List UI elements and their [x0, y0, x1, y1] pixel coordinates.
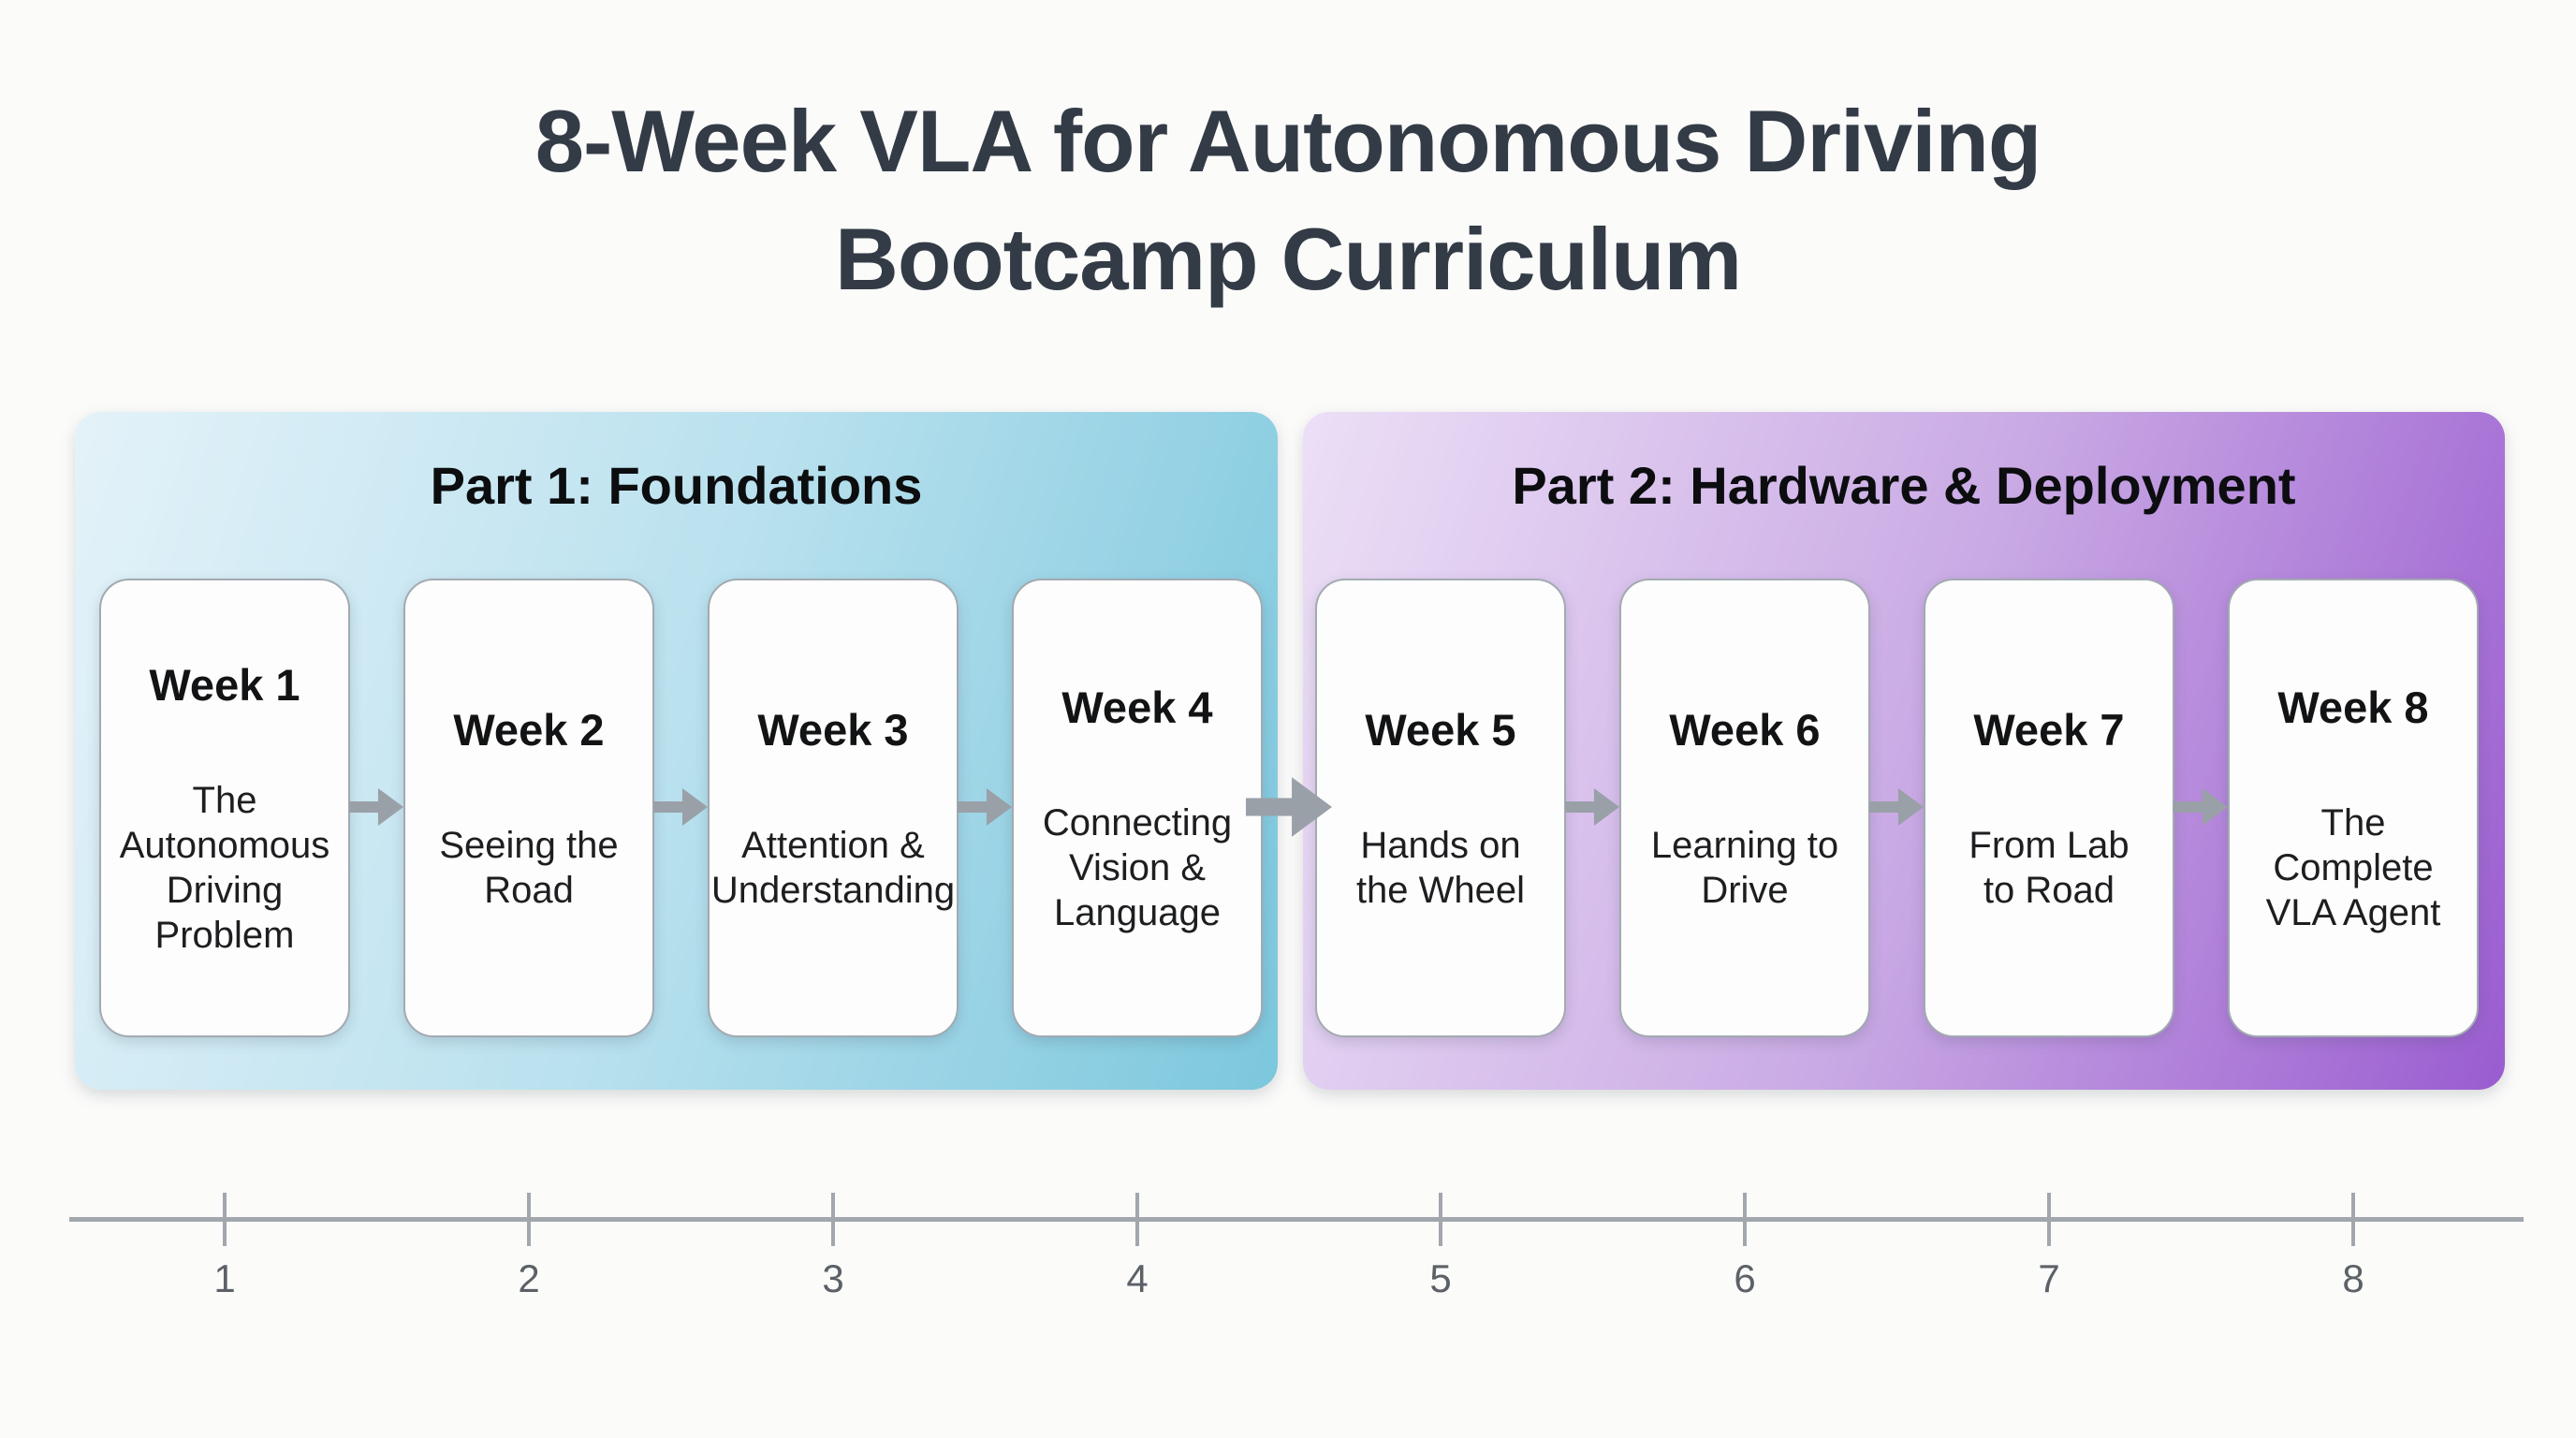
arrow-right-icon	[1246, 774, 1332, 840]
week-8-card: Week 8 The Complete VLA Agent	[2228, 579, 2479, 1037]
week-6-card: Week 6 Learning to Drive	[1619, 579, 1870, 1037]
week-8-topic: The Complete VLA Agent	[2265, 801, 2441, 933]
timeline-tick-label: 6	[1734, 1256, 1756, 1300]
timeline-tick-label: 1	[213, 1256, 236, 1300]
week-7-title: Week 7	[1973, 704, 2125, 755]
timeline-tick	[2351, 1193, 2355, 1246]
arrow-right-icon	[958, 786, 1012, 828]
week-5-title: Week 5	[1365, 704, 1516, 755]
timeline-tick-label: 5	[1429, 1256, 1452, 1300]
week-6-title: Week 6	[1669, 704, 1821, 755]
week-4-topic: Connecting Vision & Language	[1042, 801, 1233, 933]
week-4-title: Week 4	[1061, 682, 1213, 732]
arrow-right-icon	[2174, 786, 2228, 828]
timeline-tick	[1743, 1193, 1747, 1246]
timeline-axis	[69, 1217, 2524, 1222]
timeline-tick	[527, 1193, 531, 1246]
week-2-card: Week 2 Seeing the Road	[403, 579, 654, 1037]
arrow-right-icon	[1869, 786, 1924, 828]
part-2-header: Part 2: Hardware & Deployment	[1512, 456, 2296, 515]
week-1-title: Week 1	[149, 659, 300, 710]
week-4-card: Week 4 Connecting Vision & Language	[1012, 579, 1263, 1037]
timeline-tick	[223, 1193, 227, 1246]
arrow-right-icon	[1565, 786, 1619, 828]
arrow-right-icon	[349, 786, 403, 828]
timeline-tick-label: 7	[2038, 1256, 2060, 1300]
timeline-tick-label: 2	[518, 1256, 540, 1300]
timeline-tick	[1135, 1193, 1139, 1246]
timeline-tick-label: 3	[822, 1256, 844, 1300]
week-3-card: Week 3 Attention & Understanding	[708, 579, 959, 1037]
arrow-right-icon	[653, 786, 708, 828]
week-3-topic: Attention & Understanding	[710, 824, 956, 911]
timeline-tick	[2047, 1193, 2051, 1246]
week-3-title: Week 3	[757, 704, 909, 755]
week-6-topic: Learning to Drive	[1650, 824, 1839, 911]
timeline-tick	[1439, 1193, 1442, 1246]
week-2-topic: Seeing the Road	[439, 824, 619, 911]
part-1-header: Part 1: Foundations	[430, 456, 923, 515]
page-title: 8-Week VLA for Autonomous Driving Bootca…	[534, 92, 2042, 308]
week-2-title: Week 2	[453, 704, 605, 755]
timeline-tick-label: 8	[2342, 1256, 2364, 1300]
timeline-tick-label: 4	[1126, 1256, 1149, 1300]
week-5-card: Week 5 Hands on the Wheel	[1315, 579, 1566, 1037]
week-1-card: Week 1 The Autonomous Driving Problem	[99, 579, 350, 1037]
week-7-topic: From Lab to Road	[1969, 824, 2130, 911]
week-5-topic: Hands on the Wheel	[1355, 824, 1526, 911]
week-8-title: Week 8	[2277, 682, 2429, 732]
timeline-tick	[831, 1193, 835, 1246]
week-7-card: Week 7 From Lab to Road	[1924, 579, 2174, 1037]
week-1-topic: The Autonomous Driving Problem	[119, 779, 330, 956]
